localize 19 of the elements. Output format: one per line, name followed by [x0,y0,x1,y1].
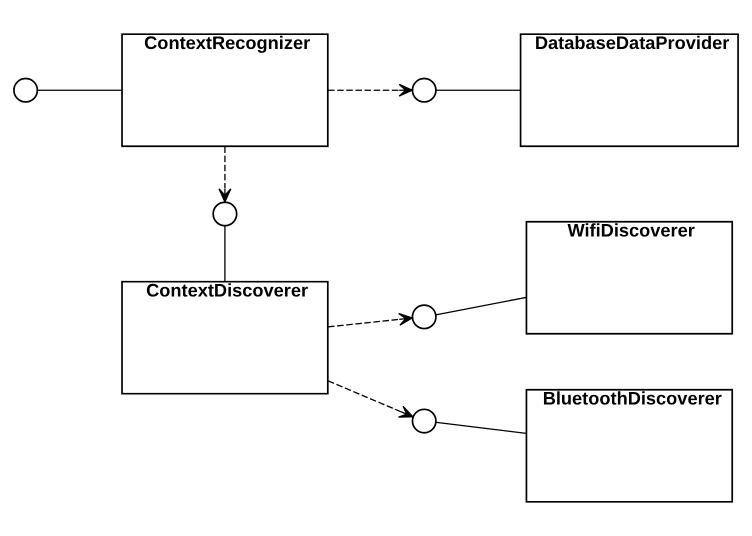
node-box: WifiDiscoverer [526,220,734,335]
arrow [218,146,232,203]
node-circle [212,201,238,227]
connector [224,226,226,282]
connector [436,90,520,91]
node-box: ContextDiscoverer [121,280,329,395]
arrow [328,84,413,97]
node-circle [412,78,437,103]
connector [436,422,526,434]
node-circle [13,78,38,103]
arrow [328,312,413,328]
node-circle [412,304,437,330]
arrow [328,380,414,418]
connector [38,90,122,91]
node-circle [412,408,437,434]
node-box: DatabaseDataProvider [520,33,739,148]
node-box: BluetoothDiscoverer [526,388,734,503]
node-box: ContextRecognizer [121,33,329,148]
connector [436,296,526,316]
